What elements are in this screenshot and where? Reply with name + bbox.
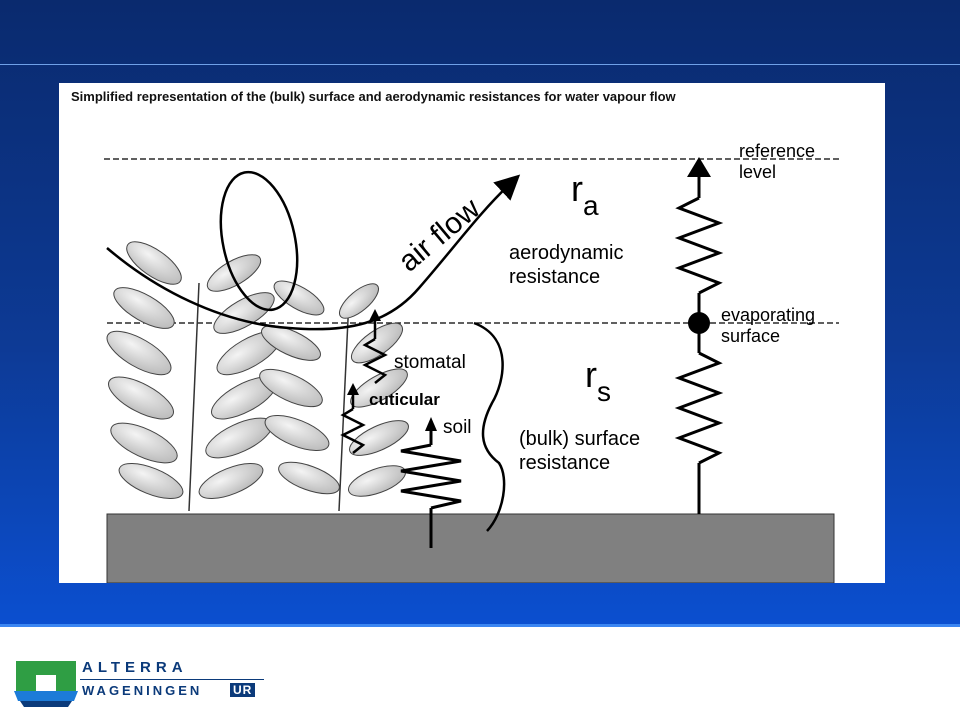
footer-rule — [0, 624, 960, 627]
resistance-diagram: Simplified representation of the (bulk) … — [71, 89, 839, 583]
evaporating-label-1: evaporating — [721, 305, 815, 325]
air-flow-curve — [106, 174, 521, 331]
footer: ALTERRA WAGENINGEN UR — [0, 627, 960, 720]
logo-ur-badge: UR — [230, 683, 256, 697]
evaporating-surface-node — [688, 312, 710, 334]
reference-label-2: level — [739, 162, 776, 182]
resistance-column — [674, 169, 724, 514]
stomatal-label: stomatal — [394, 352, 466, 373]
soil-block — [106, 513, 835, 583]
figure-title: Simplified representation of the (bulk) … — [71, 89, 677, 104]
logo-divider — [80, 679, 264, 680]
figure-panel: Simplified representation of the (bulk) … — [59, 83, 885, 583]
logo-alterra-text: ALTERRA — [82, 659, 188, 676]
cuticular-arrowhead — [347, 383, 359, 395]
header-rule — [0, 64, 960, 65]
plant-left — [106, 241, 282, 512]
evaporating-label-2: surface — [721, 326, 780, 346]
aerodynamic-label-2: resistance — [509, 266, 600, 288]
ra-symbol: ra — [571, 168, 599, 221]
bulk-surface-label-1: (bulk) surface — [519, 428, 640, 450]
alterra-logo-icon — [14, 661, 78, 707]
soil-arrowhead — [425, 417, 437, 431]
rs-symbol: rs — [585, 354, 611, 407]
cuticular-resistance — [340, 393, 366, 454]
aerodynamic-label-1: aerodynamic — [509, 242, 624, 264]
cuticular-label: cuticular — [369, 390, 440, 409]
air-eddy-loop — [219, 170, 299, 312]
stomatal-resistance — [362, 319, 388, 384]
reference-arrowhead — [687, 157, 711, 177]
stomatal-arrowhead — [369, 309, 381, 321]
bulk-surface-brace — [473, 321, 506, 532]
plant-right — [259, 280, 409, 512]
soil-label: soil — [443, 417, 472, 438]
logo-wageningen-text: WAGENINGEN — [82, 683, 203, 698]
reference-label-1: reference — [739, 141, 815, 161]
bulk-surface-label-2: resistance — [519, 452, 610, 474]
